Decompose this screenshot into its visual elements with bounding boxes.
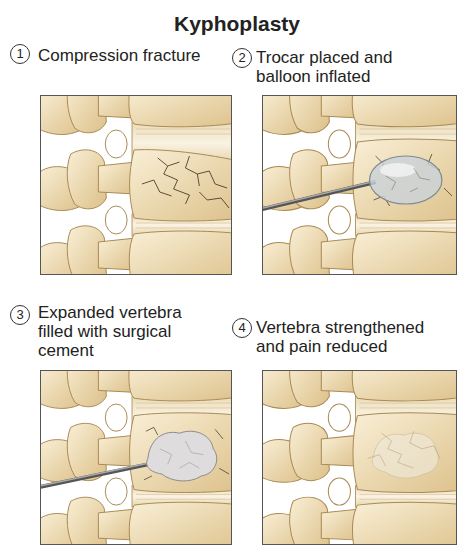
healed-cracks	[368, 431, 440, 468]
spine-illustration	[41, 371, 231, 544]
step-panel: 3 Expanded vertebra filled with surgical …	[10, 303, 234, 545]
step-heading: Vertebra strengthened and pain reduced	[256, 318, 441, 356]
fracture-cracks	[142, 156, 229, 208]
step-heading: Trocar placed and balloon inflated	[256, 48, 441, 86]
illustration-frame	[262, 95, 457, 275]
step-panel: 2Trocar placed and balloon inflated	[232, 48, 460, 276]
spine-illustration	[41, 96, 231, 274]
illustration-frame	[40, 95, 232, 275]
callout-number: 2	[232, 48, 252, 68]
diagram-title: Kyphoplasty	[0, 12, 474, 36]
illustration-frame	[40, 370, 232, 545]
spine-illustration	[263, 371, 456, 544]
step-heading: Compression fracture	[38, 46, 238, 65]
balloon	[370, 156, 442, 204]
illustration-frame	[262, 370, 457, 545]
trocar	[41, 464, 148, 487]
callout-number: 3	[10, 305, 30, 325]
callout-number: 1	[10, 44, 30, 64]
step-panel: 1Compression fracture	[10, 40, 234, 276]
bone-cement	[147, 431, 217, 481]
callout-number: 4	[232, 318, 252, 338]
step-heading: Expanded vertebra filled with surgical c…	[38, 303, 188, 360]
step-panel: 4Vertebra strengthened and pain reduced	[232, 318, 460, 545]
spine-illustration	[263, 96, 456, 274]
trocar	[263, 182, 376, 210]
